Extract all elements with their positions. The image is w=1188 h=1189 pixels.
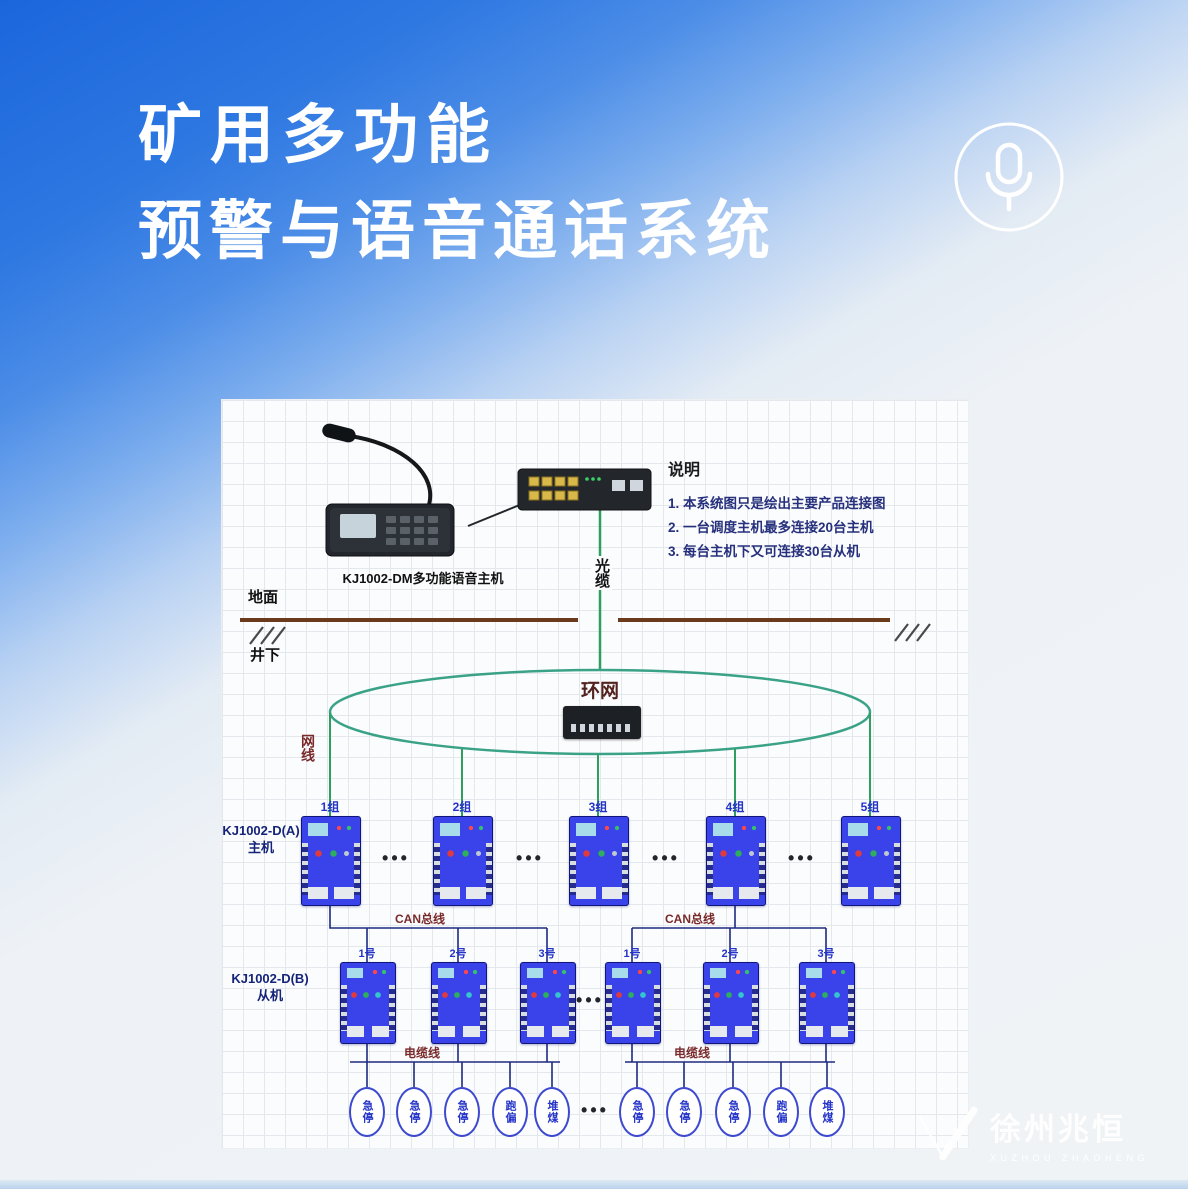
slave-device xyxy=(520,962,576,1044)
brand-logo-icon xyxy=(918,1106,978,1160)
note-item: 1. 本系统图只是绘出主要产品连接图 xyxy=(668,496,886,511)
ring-network-ellipse xyxy=(328,668,872,756)
net-cable-label: 网线 xyxy=(300,734,316,762)
sensor-node: 急停 xyxy=(396,1087,432,1137)
sensor-node: 急停 xyxy=(349,1087,385,1137)
group-label: 3组 xyxy=(588,800,608,814)
system-diagram: KJ1002-DM多功能语音主机 说明 1. 本系统图只是绘出主要产品连接图 2… xyxy=(222,400,968,1148)
slave-number: 3号 xyxy=(817,948,835,960)
slave-model-label: KJ1002-D(B) 从机 xyxy=(222,970,318,1004)
ellipsis-dots: ••• xyxy=(576,990,604,1010)
slave-role: 从机 xyxy=(256,988,283,1003)
slave-number: 1号 xyxy=(358,948,376,960)
slave-device xyxy=(605,962,661,1044)
slave-number: 2号 xyxy=(721,948,739,960)
microphone-icon xyxy=(954,122,1064,232)
sensor-node: 急停 xyxy=(444,1087,480,1137)
ring-switch-device xyxy=(563,706,641,739)
note-item: 3. 每台主机下又可连接30台从机 xyxy=(668,544,861,559)
fiber-cable-label: 光缆 xyxy=(591,556,612,590)
connection-lines xyxy=(240,503,931,1087)
slave-number: 1号 xyxy=(623,948,641,960)
slave-number: 3号 xyxy=(538,948,556,960)
ground-hatch-marks xyxy=(249,623,931,645)
can-bus-label: CAN总线 xyxy=(395,912,445,926)
page-title-line1: 矿用多功能 xyxy=(138,99,498,171)
underground-label: 井下 xyxy=(250,647,281,664)
sensor-node: 堆煤 xyxy=(534,1087,570,1137)
host-device xyxy=(706,816,766,906)
notes-panel: 说明 1. 本系统图只是绘出主要产品连接图 2. 一台调度主机最多连接20台主机… xyxy=(668,456,968,564)
host-device xyxy=(841,816,901,906)
ellipsis-dots: ••• xyxy=(581,1100,609,1120)
brand-name: 徐州兆恒 xyxy=(990,1112,1126,1147)
host-drop-lines xyxy=(329,713,871,817)
cable-line-label: 电缆线 xyxy=(673,1046,710,1060)
slave-device xyxy=(799,962,855,1044)
host-device xyxy=(301,816,361,906)
slave-device xyxy=(340,962,396,1044)
sensor-node: 跑偏 xyxy=(763,1087,799,1137)
page-title-line2: 预警与语音通话系统 xyxy=(138,195,777,267)
ellipsis-dots: ••• xyxy=(652,848,680,868)
ellipsis-dots: ••• xyxy=(516,848,544,868)
slave-model: KJ1002-D(B) xyxy=(231,971,309,986)
brand-watermark: 徐州兆恒 XUZHOU ZHAOHENG xyxy=(916,1104,1149,1163)
group-label: 2组 xyxy=(452,800,472,814)
ring-network-label: 环网 xyxy=(580,681,619,702)
ellipsis-dots: ••• xyxy=(382,848,410,868)
host-model: KJ1002-D(A) xyxy=(222,823,300,838)
can-bus-label: CAN总线 xyxy=(665,912,715,926)
group-label: 5组 xyxy=(860,800,880,814)
group-label: 4组 xyxy=(725,800,745,814)
slave-device xyxy=(431,962,487,1044)
notes-title: 说明 xyxy=(668,462,701,479)
sensor-node: 急停 xyxy=(619,1087,655,1137)
brand-text: 徐州兆恒 XUZHOU ZHAOHENG xyxy=(990,1104,1149,1163)
console-label: KJ1002-DM多功能语音主机 xyxy=(342,571,504,586)
slave-device xyxy=(703,962,759,1044)
host-role: 主机 xyxy=(247,840,274,855)
dispatch-console-device xyxy=(322,423,455,557)
host-device xyxy=(433,816,493,906)
sensor-node: 跑偏 xyxy=(492,1087,528,1137)
host-model-label: KJ1002-D(A) 主机 xyxy=(222,822,300,856)
ellipsis-dots: ••• xyxy=(788,848,816,868)
sensor-node: 堆煤 xyxy=(809,1087,845,1137)
sensor-node: 急停 xyxy=(666,1087,702,1137)
group-label: 1组 xyxy=(320,800,340,814)
sensor-node: 急停 xyxy=(715,1087,751,1137)
slave-number: 2号 xyxy=(449,948,467,960)
bottom-edge xyxy=(0,1180,1188,1189)
host-device xyxy=(569,816,629,906)
cable-line-label: 电缆线 xyxy=(403,1046,440,1060)
can-and-cable-lines xyxy=(329,904,835,1087)
surface-label: 地面 xyxy=(248,589,279,606)
note-item: 2. 一台调度主机最多连接20台主机 xyxy=(668,520,874,535)
brand-name-latin: XUZHOU ZHAOHENG xyxy=(990,1153,1150,1163)
fiber-switch-device xyxy=(517,468,652,511)
